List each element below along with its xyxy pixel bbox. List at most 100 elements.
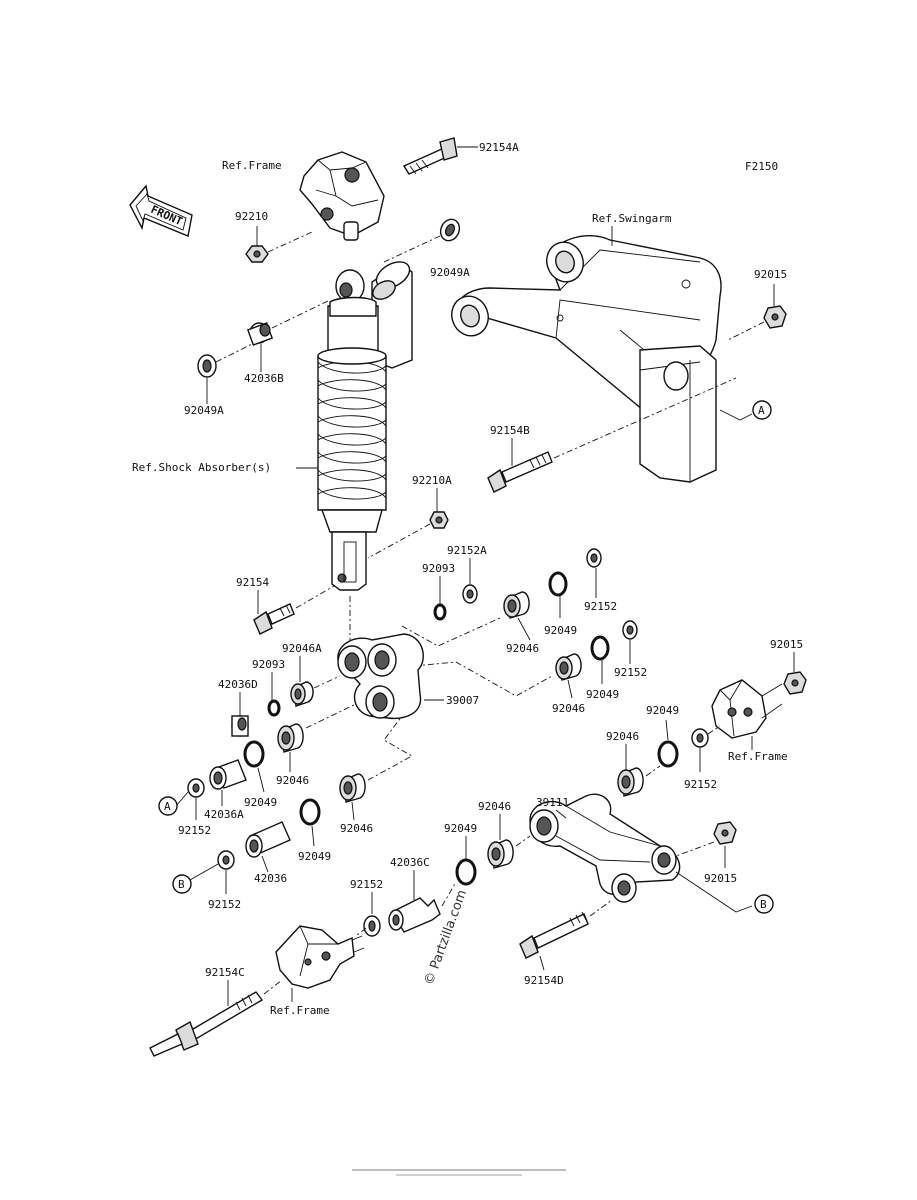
label-92046-b: 92046 <box>552 702 585 715</box>
bearing-92046-c-icon <box>277 723 304 753</box>
label-92154B: 92154B <box>490 424 530 437</box>
label-92046-d: 92046 <box>340 822 373 835</box>
callout-b-left-icon: B <box>172 874 192 894</box>
label-92154A: 92154A <box>479 141 519 154</box>
figure-id: F2150 <box>745 160 778 173</box>
label-92154D: 92154D <box>524 974 564 987</box>
seal-92049-b-icon <box>590 635 610 661</box>
washer-92152A-icon <box>462 584 478 604</box>
collar-42036D-icon <box>231 715 249 737</box>
label-92049-a: 92049 <box>544 624 577 637</box>
label-92015-right: 92015 <box>770 638 803 651</box>
collar-42036C-icon <box>388 897 441 933</box>
seal-92049-a-icon <box>548 571 568 597</box>
callout-b-left: B <box>178 878 185 891</box>
label-92093-left: 92093 <box>252 658 285 671</box>
frame-bracket-bottom-icon <box>275 925 365 989</box>
collar-42036B-icon <box>246 322 274 346</box>
washer-92152-f-icon <box>363 915 381 937</box>
bearing-92046-b-icon <box>555 653 582 681</box>
collar-42036A-icon <box>209 759 247 790</box>
label-92015-top: 92015 <box>754 268 787 281</box>
label-92015-low: 92015 <box>704 872 737 885</box>
ref-frame-bottom: Ref.Frame <box>270 1004 330 1017</box>
ref-frame-top: Ref.Frame <box>222 159 282 172</box>
label-92046-f: 92046 <box>478 800 511 813</box>
label-92152-c: 92152 <box>178 824 211 837</box>
label-92049-d: 92049 <box>298 850 331 863</box>
ref-swingarm: Ref.Swingarm <box>592 212 672 225</box>
nut-92210-icon <box>245 245 269 263</box>
label-92152-b: 92152 <box>614 666 647 679</box>
nut-92015-low-icon <box>713 821 737 845</box>
label-42036B: 42036B <box>244 372 284 385</box>
callout-a-bottom: A <box>164 800 171 813</box>
rocker-arm-39007-icon <box>337 633 424 720</box>
washer-92152-a-icon <box>586 548 602 568</box>
footer-fine-print <box>352 1169 566 1176</box>
label-92152A: 92152A <box>447 544 487 557</box>
label-92049-b: 92049 <box>586 688 619 701</box>
label-92046A: 92046A <box>282 642 322 655</box>
washer-92049A-left-icon <box>197 354 217 378</box>
bearing-92046A-icon <box>290 681 314 707</box>
label-92046-c: 92046 <box>276 774 309 787</box>
label-92152-d: 92152 <box>208 898 241 911</box>
label-42036C: 42036C <box>390 856 430 869</box>
label-42036D: 42036D <box>218 678 258 691</box>
bearing-92046-f-icon <box>487 839 514 869</box>
nut-92015-right-icon <box>783 671 807 695</box>
washer-92152-c-icon <box>187 778 205 798</box>
washer-92152-e-icon <box>691 728 709 748</box>
tie-rod-39111-icon <box>529 793 681 903</box>
label-42036: 42036 <box>254 872 287 885</box>
nut-92015-top-icon <box>763 305 787 329</box>
callout-a-top: A <box>758 404 765 417</box>
label-92154C: 92154C <box>205 966 245 979</box>
front-arrow-icon: FRONT <box>129 184 193 237</box>
ref-frame-right: Ref.Frame <box>728 750 788 763</box>
callout-b-right-icon: B <box>754 894 774 914</box>
washer-92093-top-icon <box>433 603 447 621</box>
bolt-92154-icon <box>253 603 295 635</box>
label-92046-a: 92046 <box>506 642 539 655</box>
bearing-92046-d-icon <box>339 773 366 803</box>
seal-92049-d-icon <box>299 798 321 826</box>
label-92049-c: 92049 <box>244 796 277 809</box>
ref-shock-absorber: Ref.Shock Absorber(s) <box>132 461 271 474</box>
washer-92152-b-icon <box>622 620 638 640</box>
label-39111: 39111 <box>536 796 569 809</box>
label-92049A-left: 92049A <box>184 404 224 417</box>
bolt-92154B-icon <box>487 451 553 493</box>
bolt-92154C-icon <box>149 991 264 1057</box>
collar-42036-icon <box>245 821 291 858</box>
label-92152-f: 92152 <box>350 878 383 891</box>
callout-b-right: B <box>760 898 767 911</box>
shock-absorber-icon <box>317 261 413 591</box>
seal-92049-e-icon <box>657 740 679 768</box>
label-92046-e: 92046 <box>606 730 639 743</box>
label-92049-f: 92049 <box>444 822 477 835</box>
label-92152-a: 92152 <box>584 600 617 613</box>
label-39007: 39007 <box>446 694 479 707</box>
washer-92049A-top-icon <box>439 218 461 242</box>
washer-92152-d-icon <box>217 850 235 870</box>
swingarm-icon <box>451 235 722 483</box>
label-92049A-top: 92049A <box>430 266 470 279</box>
label-92049-e: 92049 <box>646 704 679 717</box>
label-42036A: 42036A <box>204 808 244 821</box>
frame-bracket-right-icon <box>711 679 783 739</box>
callout-a-top-icon: A <box>752 400 772 420</box>
bearing-92046-e-icon <box>617 767 644 797</box>
copyright-watermark: © Partzilla.com <box>422 888 470 987</box>
label-92093-top: 92093 <box>422 562 455 575</box>
nut-92210A-icon <box>429 511 449 529</box>
seal-92049-c-icon <box>243 740 265 768</box>
bolt-92154D-icon <box>519 911 589 959</box>
seal-92049-f-icon <box>455 858 477 886</box>
label-92154: 92154 <box>236 576 269 589</box>
label-92152-e: 92152 <box>684 778 717 791</box>
callout-a-bottom-icon: A <box>158 796 178 816</box>
frame-bracket-top-icon <box>299 151 385 241</box>
